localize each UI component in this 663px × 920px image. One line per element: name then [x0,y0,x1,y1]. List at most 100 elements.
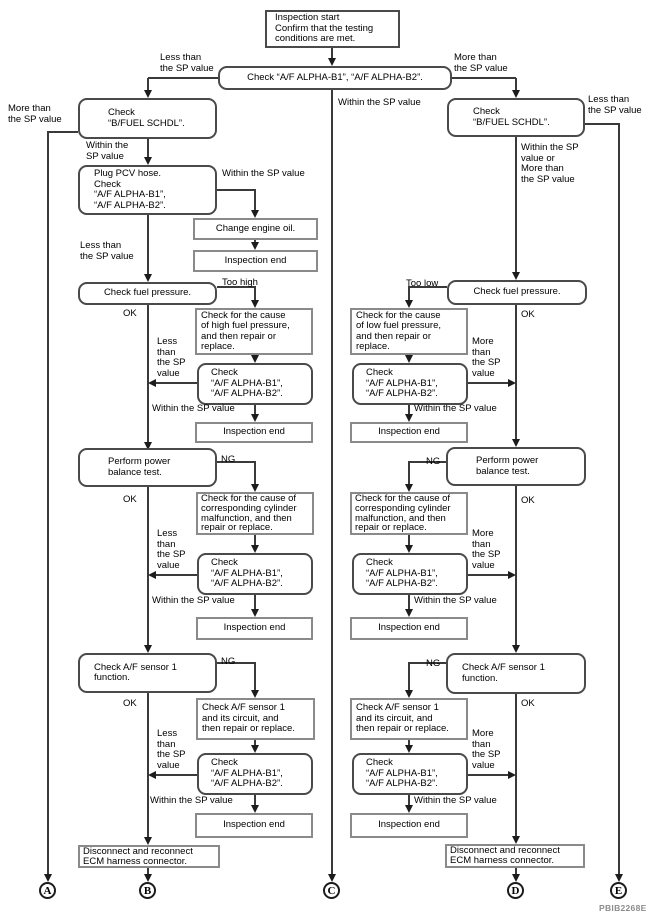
label-within-sp: Within the SP value [414,595,497,606]
node-af-sensor-circuit-right: Check A/F sensor 1 and its circuit, and … [350,698,468,740]
node-inspection-end: Inspection end [195,422,313,443]
label-ng: NG [221,454,236,465]
label-within-sp: Within the SP value [150,795,233,806]
node-ecm-connector-left: Disconnect and reconnect ECM harness con… [78,845,220,868]
flow-line [147,693,149,837]
node-cause-low-fuel-pressure: Check for the cause of low fuel pressure… [350,308,468,355]
flow-line [254,190,256,210]
flow-line [147,215,149,274]
label-within-sp-plug-pcv: Within the SP value [222,168,305,179]
flow-line [217,461,256,463]
arrow-down [512,272,520,280]
arrow-down [405,609,413,617]
arrow-down [144,90,152,98]
arrow-down [405,745,413,753]
figure-code: PBIB2268E [599,903,647,913]
arrow-down [405,805,413,813]
label-ok: OK [521,495,535,506]
flow-line [468,574,508,576]
flow-line [254,287,256,300]
flow-line [618,123,620,874]
label-within-sp: Within the SP value [414,795,497,806]
arrow-down [144,874,152,882]
label-ok: OK [521,309,535,320]
node-check-alpha-right-1: Check “A/F ALPHA-B1”, “A/F ALPHA-B2”. [352,363,468,405]
connector-d: D [507,882,524,899]
arrow-down [512,90,520,98]
node-cylinder-malfunction-left: Check for the cause of corresponding cyl… [196,492,314,535]
flow-line [147,139,149,157]
flow-line [254,595,256,609]
node-cylinder-malfunction-right: Check for the cause of corresponding cyl… [350,492,468,535]
flow-line [408,795,410,805]
arrow-down [405,300,413,308]
flow-line [217,189,256,191]
node-check-alpha-left-3: Check “A/F ALPHA-B1”, “A/F ALPHA-B2”. [197,753,313,795]
flow-line [148,77,218,79]
node-cause-high-fuel-pressure: Check for the cause of high fuel pressur… [195,308,313,355]
arrow-down [144,157,152,165]
arrow-down [405,484,413,492]
connector-a: A [39,882,56,899]
node-check-fuel-pressure-left: Check fuel pressure. [78,282,217,305]
label-within-sp: Within the SP value [152,595,235,606]
flow-line [156,574,197,576]
arrow-down [405,414,413,422]
arrow-down [251,300,259,308]
flow-line [254,240,256,243]
node-power-balance-right: Perform power balance test. [446,447,586,486]
flow-line [408,286,447,288]
arrow-down [144,645,152,653]
node-check-fuel-pressure-right: Check fuel pressure. [447,280,587,305]
flow-line [331,90,333,874]
arrow-down [251,210,259,218]
flow-line [408,287,410,300]
arrow-down [251,609,259,617]
node-check-bfuel-right: Check “B/FUEL SCHDL”. [447,98,585,137]
arrow-down [512,645,520,653]
label-too-high: Too high [222,277,258,288]
arrow-down [251,545,259,553]
flow-line [408,461,446,463]
flow-line [408,405,410,414]
node-check-bfuel-left: Check “B/FUEL SCHDL”. [78,98,217,139]
flow-line [515,305,517,439]
arrow-right [508,379,516,387]
arrow-down [512,874,520,882]
label-too-low: Too low [406,278,439,289]
arrow-down [251,745,259,753]
flow-line [515,137,517,272]
arrow-right [508,571,516,579]
node-inspection-end: Inspection end [193,250,318,272]
node-inspection-end: Inspection end [196,617,313,640]
flow-line [408,462,410,484]
node-plug-pcv: Plug PCV hose. Check “A/F ALPHA-B1”, “A/… [78,165,217,215]
arrow-down [251,414,259,422]
arrow-left [148,771,156,779]
flow-line [254,535,256,545]
flow-line [147,487,149,645]
label-ok: OK [123,308,137,319]
node-check-alpha-left-1: Check “A/F ALPHA-B1”, “A/F ALPHA-B2”. [197,363,313,405]
connector-e: E [610,882,627,899]
node-inspection-end: Inspection end [195,813,313,838]
flow-line [452,77,516,79]
node-check-af-sensor-right: Check A/F sensor 1 function. [446,653,586,694]
label-ng: NG [426,456,441,467]
arrow-left [148,571,156,579]
node-check-alpha-top: Check “A/F ALPHA-B1”, “A/F ALPHA-B2”. [218,66,452,90]
flow-line [515,486,517,645]
flow-line [254,740,256,745]
label-ok: OK [123,698,137,709]
flow-line [217,286,256,288]
